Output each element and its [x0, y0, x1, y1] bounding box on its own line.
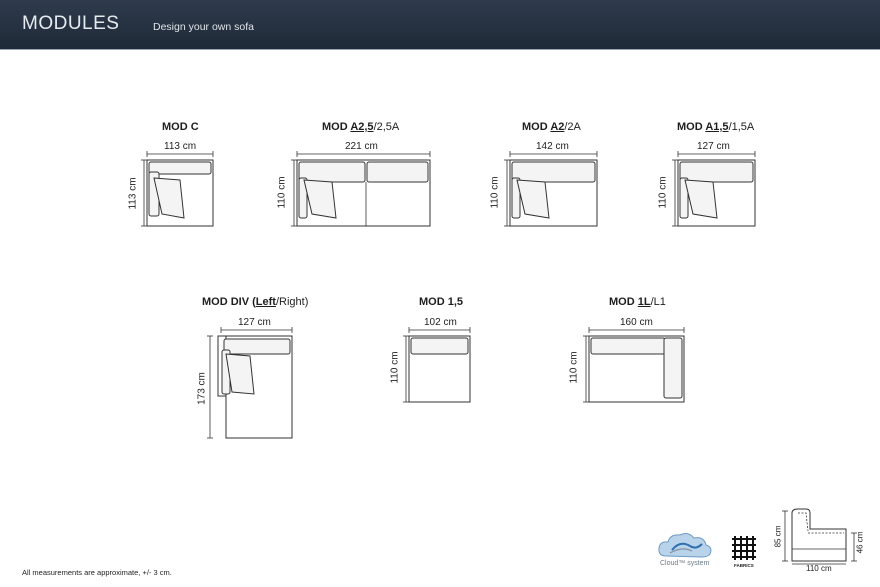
- page-subtitle: Design your own sofa: [153, 21, 254, 33]
- mod-a15-label: MOD A1,5/1,5A: [677, 121, 755, 133]
- cloud-system-logo-icon: Cloud™ system: [656, 530, 718, 572]
- mod-15-label: MOD 1,5: [419, 296, 464, 308]
- mod-1l-depth: 110 cm: [568, 351, 580, 384]
- mod-a2-width: 142 cm: [536, 141, 569, 152]
- cloud-system-logo-text: Cloud™ system: [660, 560, 710, 567]
- fabrics-logo-text: FABRICS: [734, 563, 754, 568]
- mod-c-width: 113 cm: [164, 141, 197, 152]
- mod-a25-label: MOD A2,5/2,5A: [322, 121, 400, 133]
- mod-a2-label: MOD A2/2A: [522, 121, 581, 133]
- measurement-note: All measurements are approximate, +/- 3 …: [22, 568, 172, 577]
- mod-c-drawing: [141, 151, 214, 227]
- sofa-profile-drawing: [782, 508, 857, 565]
- mod-1l-label: MOD 1L/L1: [609, 296, 666, 308]
- mod-div-drawing: [207, 327, 293, 439]
- mod-a15-drawing: [672, 151, 756, 227]
- mod-1l-width: 160 cm: [620, 317, 653, 328]
- mod-a15-width: 127 cm: [697, 141, 730, 152]
- profile-depth: 110 cm: [806, 564, 832, 573]
- mod-15-width: 102 cm: [424, 317, 457, 328]
- mod-c-depth: 113 cm: [127, 177, 139, 210]
- mod-15-depth: 110 cm: [389, 351, 401, 384]
- page-title: MODULES: [22, 13, 120, 34]
- fabrics-grid-logo-icon: FABRICS: [731, 535, 759, 571]
- mod-a2-depth: 110 cm: [489, 176, 501, 209]
- mod-1l-drawing: [583, 327, 685, 403]
- mod-a25-width: 221 cm: [345, 141, 378, 152]
- mod-a15-depth: 110 cm: [657, 176, 669, 209]
- mod-a2-drawing: [504, 151, 598, 227]
- mod-c-label: MOD C: [162, 121, 199, 133]
- mod-a25-depth: 110 cm: [276, 176, 288, 209]
- mod-div-width: 127 cm: [238, 317, 271, 328]
- page-header: MODULES Design your own sofa: [0, 0, 880, 50]
- mod-15-drawing: [403, 327, 471, 403]
- mod-div-label: MOD DIV (Left/Right): [202, 296, 309, 308]
- mod-a25-drawing: [291, 151, 431, 227]
